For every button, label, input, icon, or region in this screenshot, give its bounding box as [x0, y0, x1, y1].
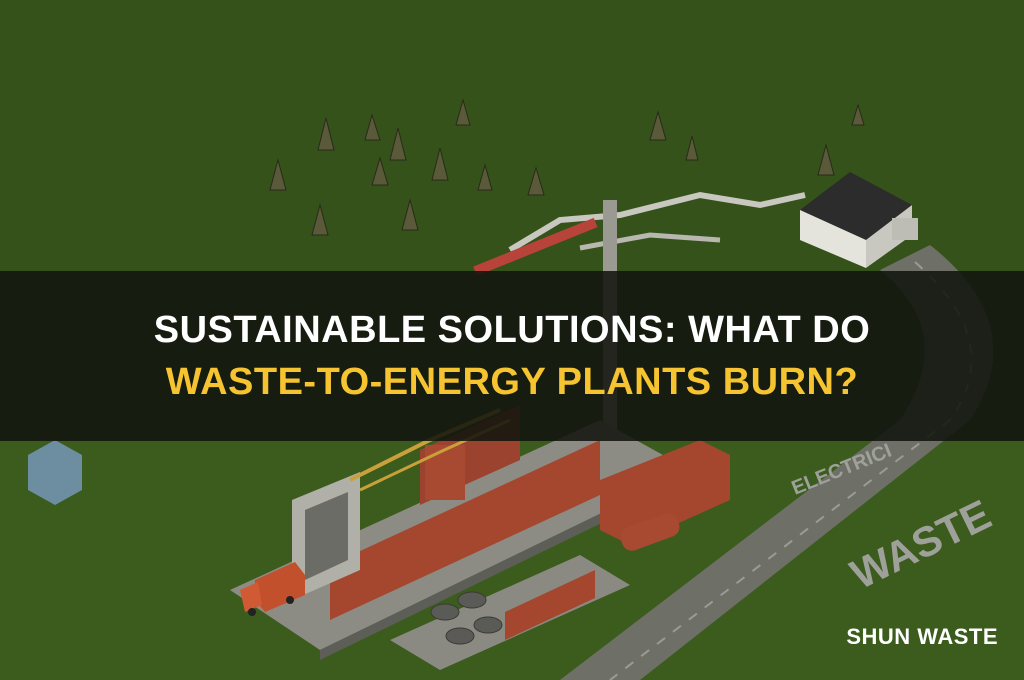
title-banner: SUSTAINABLE SOLUTIONS: WHAT DO WASTE-TO-…	[0, 271, 1024, 441]
watermark-logo-text: SHUN WASTE	[846, 624, 998, 650]
tank	[458, 592, 486, 608]
house-garage	[892, 218, 918, 240]
boiler-tank	[425, 445, 465, 500]
tank	[446, 628, 474, 644]
tank	[474, 617, 502, 633]
tank	[431, 604, 459, 620]
title-line-2: WASTE-TO-ENERGY PLANTS BURN?	[166, 356, 858, 408]
truck-wheel	[248, 608, 256, 616]
truck-wheel	[286, 596, 294, 604]
title-line-1: SUSTAINABLE SOLUTIONS: WHAT DO	[154, 304, 871, 356]
